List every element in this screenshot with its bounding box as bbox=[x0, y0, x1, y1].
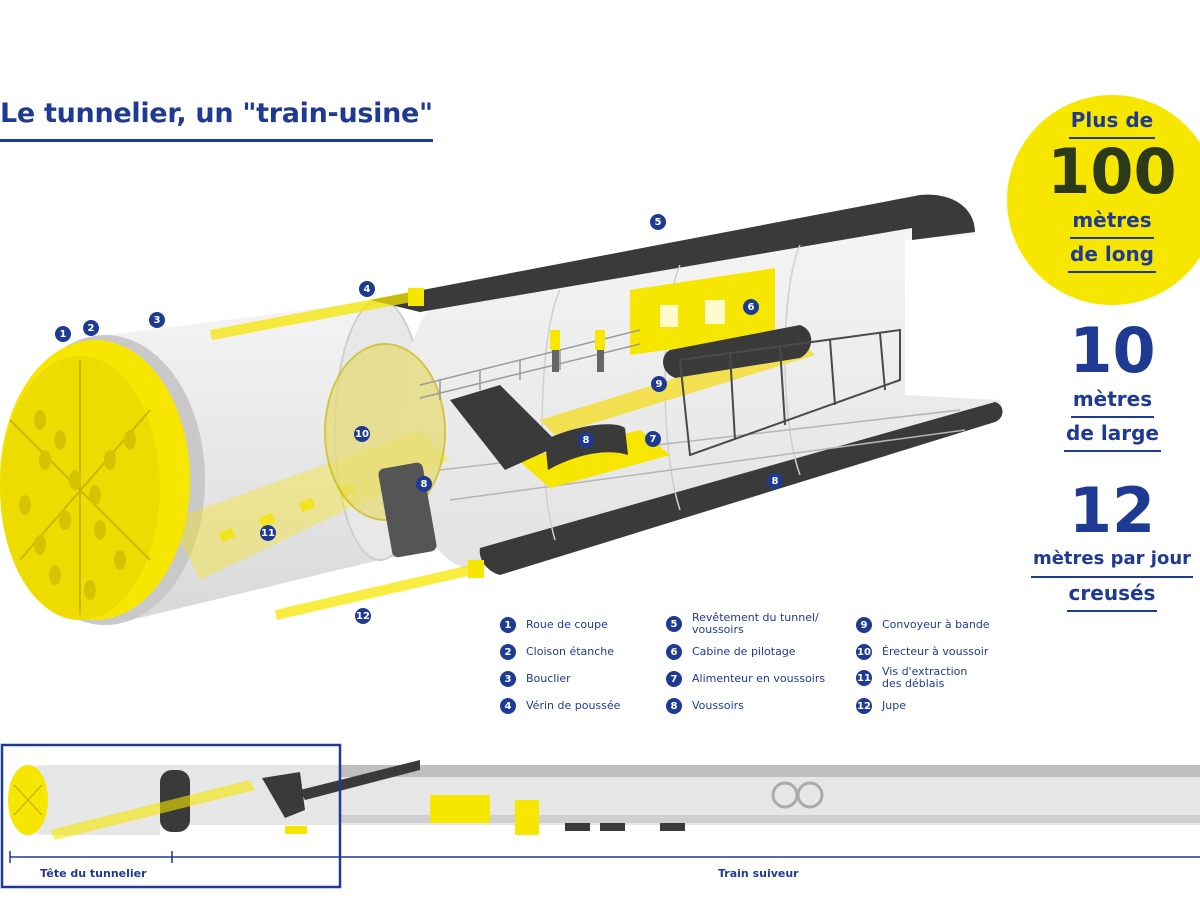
legend-label: Jupe bbox=[882, 699, 906, 712]
marker-4: 4 bbox=[359, 281, 375, 297]
legend-item-3: 3 Bouclier bbox=[500, 671, 571, 687]
legend-num: 2 bbox=[500, 644, 516, 660]
legend-item-11: 11 Vis d'extraction des déblais bbox=[856, 666, 967, 690]
legend-num: 10 bbox=[856, 644, 872, 660]
marker-8c: 8 bbox=[767, 473, 783, 489]
legend-item-2: 2 Cloison étanche bbox=[500, 644, 614, 660]
legend: 1 Roue de coupe 2 Cloison étanche 3 Bouc… bbox=[500, 612, 1020, 722]
legend-item-7: 7 Alimenteur en voussoirs bbox=[666, 671, 825, 687]
cutting-wheel bbox=[0, 356, 160, 620]
control-cabin bbox=[630, 268, 775, 355]
train-label: Train suiveur bbox=[718, 867, 799, 880]
legend-num: 11 bbox=[856, 670, 872, 686]
legend-item-6: 6 Cabine de pilotage bbox=[666, 644, 796, 660]
marker-12: 12 bbox=[355, 608, 371, 624]
lining-top bbox=[370, 194, 975, 312]
legend-num: 9 bbox=[856, 617, 872, 633]
length-value: 100 bbox=[1047, 135, 1177, 208]
legend-label: Cabine de pilotage bbox=[692, 645, 796, 658]
legend-item-10: 10 Érecteur à voussoir bbox=[856, 644, 988, 660]
legend-num: 4 bbox=[500, 698, 516, 714]
legend-num: 8 bbox=[666, 698, 682, 714]
width-stat: 10 mètres de large bbox=[1020, 318, 1200, 452]
marker-2: 2 bbox=[83, 320, 99, 336]
legend-item-5: 5 Revêtement du tunnel/ voussoirs bbox=[666, 612, 819, 636]
marker-10: 10 bbox=[354, 426, 370, 442]
lining-bottom bbox=[479, 402, 1003, 575]
width-value: 10 bbox=[1069, 314, 1156, 387]
marker-3: 3 bbox=[149, 312, 165, 328]
speed-unit-2: creusés bbox=[1066, 578, 1158, 612]
width-unit-1: mètres bbox=[1070, 384, 1155, 418]
legend-label: Revêtement du tunnel/ voussoirs bbox=[692, 611, 819, 636]
legend-num: 1 bbox=[500, 617, 516, 633]
page-title: Le tunnelier, un "train-usine" bbox=[0, 98, 433, 142]
overview-strip bbox=[0, 743, 1200, 889]
legend-item-9: 9 Convoyeur à bande bbox=[856, 617, 990, 633]
length-stat-circle bbox=[1007, 95, 1200, 305]
legend-num: 3 bbox=[500, 671, 516, 687]
legend-num: 7 bbox=[666, 671, 682, 687]
length-unit-2: de long bbox=[1068, 239, 1156, 273]
legend-label: Cloison étanche bbox=[526, 645, 615, 658]
legend-num: 5 bbox=[666, 616, 682, 632]
marker-1: 1 bbox=[55, 326, 71, 342]
speed-unit-1: mètres par jour bbox=[1030, 544, 1194, 578]
legend-item-12: 12 Jupe bbox=[856, 698, 906, 714]
legend-label: Convoyeur à bande bbox=[882, 618, 990, 631]
marker-6: 6 bbox=[743, 299, 759, 315]
length-stat: Plus de 100 mètres de long bbox=[1007, 105, 1200, 273]
legend-label: Alimenteur en voussoirs bbox=[692, 672, 826, 685]
speed-value: 12 bbox=[1068, 474, 1156, 547]
legend-num: 12 bbox=[856, 698, 872, 714]
legend-item-8: 8 Voussoirs bbox=[666, 698, 744, 714]
legend-label: Bouclier bbox=[526, 672, 571, 685]
length-prefix: Plus de bbox=[1068, 105, 1156, 139]
legend-item-1: 1 Roue de coupe bbox=[500, 617, 608, 633]
marker-8a: 8 bbox=[578, 432, 594, 448]
marker-7: 7 bbox=[645, 431, 661, 447]
thrust-jacks bbox=[210, 292, 472, 620]
width-unit-2: de large bbox=[1064, 418, 1161, 452]
legend-label: Vérin de poussée bbox=[526, 699, 621, 712]
speed-stat: 12 mètres par jour creusés bbox=[1022, 478, 1200, 612]
legend-label: Roue de coupe bbox=[526, 618, 608, 631]
marker-11: 11 bbox=[260, 525, 276, 541]
legend-num: 6 bbox=[666, 644, 682, 660]
marker-5: 5 bbox=[650, 214, 666, 230]
head-label: Tête du tunnelier bbox=[40, 867, 147, 880]
legend-item-4: 4 Vérin de poussée bbox=[500, 698, 620, 714]
legend-label: Vis d'extraction des déblais bbox=[882, 665, 968, 690]
legend-label: Érecteur à voussoir bbox=[882, 645, 989, 658]
marker-9: 9 bbox=[651, 376, 667, 392]
marker-8b: 8 bbox=[416, 476, 432, 492]
length-unit-1: mètres bbox=[1070, 205, 1154, 239]
legend-label: Voussoirs bbox=[692, 699, 744, 712]
